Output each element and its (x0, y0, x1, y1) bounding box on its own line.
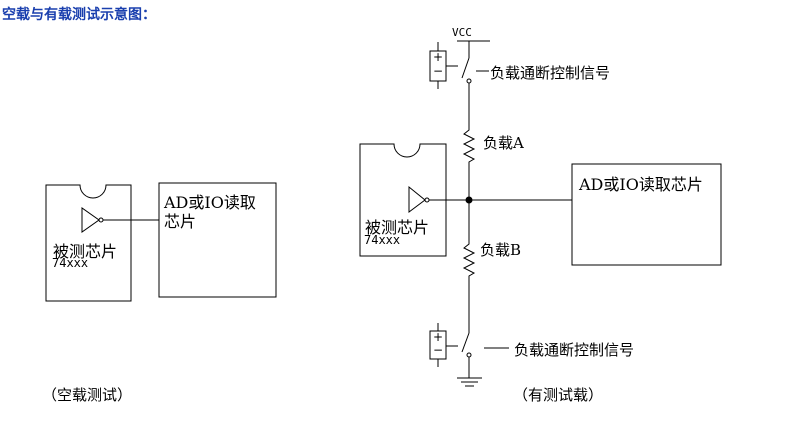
vcc-label: VCC (452, 26, 472, 39)
right-buffer-icon (408, 185, 426, 213)
resistor-a-icon (462, 127, 476, 165)
right-chip-label: 被测芯片 (365, 218, 430, 237)
top-switch-label: 负载通断控制信号 (490, 64, 611, 82)
resistor-b-icon (462, 240, 476, 279)
left-buffer-icon (81, 207, 100, 233)
right-reader-box (571, 163, 722, 266)
load-a-label: 负载A (483, 134, 524, 152)
bottom-switch-label: 负载通断控制信号 (514, 341, 635, 359)
top-battery-minus: − (433, 64, 444, 78)
left-chip-part: 74xxx (52, 256, 89, 270)
left-chip-outline (45, 184, 132, 302)
right-reader-label: AD或IO读取芯片 (579, 175, 703, 194)
right-chip-outline (359, 143, 447, 257)
top-battery-plus: + (433, 50, 444, 64)
left-reader-label: AD或IO读取芯片 (164, 193, 256, 231)
load-b-label: 负载B (480, 241, 522, 259)
diagram-title: 空载与有载测试示意图： (2, 7, 156, 23)
left-caption: （空载测试） (42, 386, 133, 404)
top-switch-blade (461, 57, 470, 79)
bottom-switch-blade (461, 332, 470, 353)
junction-dot (465, 196, 473, 204)
left-reader-box (158, 182, 277, 298)
bottom-battery-minus: − (433, 343, 444, 357)
right-chip-part: 74xxx (364, 233, 401, 247)
bottom-battery-plus: + (433, 330, 444, 344)
right-caption: （有测试载） (513, 386, 604, 404)
left-chip-label: 被测芯片 (53, 242, 118, 261)
